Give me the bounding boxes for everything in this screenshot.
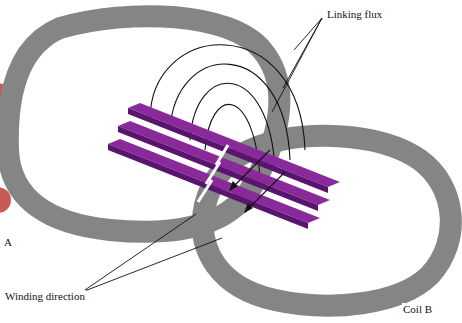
flux-label: Linking flux — [326, 8, 383, 20]
coil-b — [203, 136, 451, 306]
ferrite-bars — [108, 103, 340, 229]
winding-arrows — [230, 150, 285, 212]
leader-lines — [82, 18, 322, 292]
coil-label: A — [3, 236, 13, 248]
coil-label: Coil B — [402, 303, 433, 315]
winding-label: Winding direction — [4, 290, 86, 302]
